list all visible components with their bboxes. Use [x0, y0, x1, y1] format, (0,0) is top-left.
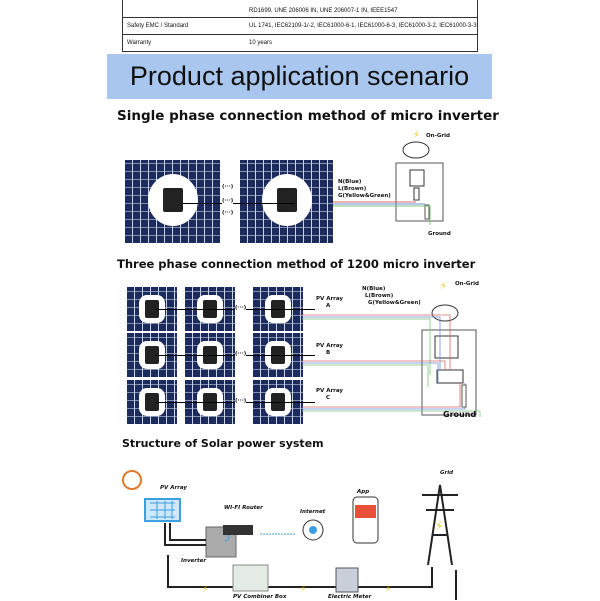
solar-panel [240, 160, 333, 243]
ellipsis: (···) [235, 351, 247, 358]
micro-inverter-icon [145, 300, 159, 318]
ac-cable [180, 203, 295, 204]
wire-n-label: N(Blue) [338, 179, 362, 185]
app-label: App [357, 489, 370, 495]
ellipsis: (···) [235, 305, 247, 312]
combiner-box-icon [232, 564, 269, 592]
micro-inverter-icon [145, 346, 159, 364]
spec-row: Warranty 10 years [123, 34, 477, 51]
solar-system-title: Structure of Solar power system [122, 437, 324, 450]
solar-panel [125, 160, 220, 243]
sun-icon [122, 470, 142, 490]
section-banner: Product application scenario [107, 54, 492, 99]
three-phase-wiring: ⚡ [302, 281, 481, 417]
on-grid-label: On-Grid [455, 281, 479, 287]
wifi-router-label: WI-FI Router [224, 505, 263, 511]
combiner-box-label: PV Combiner Box [233, 594, 287, 600]
svg-text:⚡: ⚡ [435, 519, 443, 533]
spec-table: RD1699, UNE 206006 IN, UNE 206007-1 IN, … [122, 0, 478, 52]
spec-value: UL 1741, IEC62109-1/-2, IEC61000-6-1, IE… [249, 23, 477, 29]
router-icon [223, 525, 253, 535]
ground-label: Ground [428, 231, 451, 237]
ellipsis: (···) [222, 184, 234, 191]
solar-system-diagram: ⚡ ⚡ ⚡ ⚡ [122, 470, 458, 600]
ground-label: Ground [443, 410, 477, 419]
svg-text:⚡: ⚡ [202, 585, 208, 595]
inverter-label: Inverter [181, 558, 207, 564]
spec-value: RD1699, UNE 206006 IN, UNE 206007-1 IN, … [249, 8, 398, 14]
micro-inverter-icon [277, 188, 297, 212]
internet-label: Internet [300, 509, 326, 515]
wire-g-label: G(Yellow&Green) [338, 193, 391, 199]
grid-label: Grid [440, 470, 454, 476]
wire-labels: N(Blue)L(Brown)G(Yellow&Green) [362, 286, 421, 306]
wire-labels: N(Blue)L(Brown)G(Yellow&Green) [338, 179, 391, 200]
solar-panel [127, 333, 177, 377]
electric-meter-label: Electric Meter [328, 594, 372, 600]
pv-array-label: PV Array [160, 485, 188, 491]
bolt-icon: ⚡ [440, 281, 447, 292]
on-grid-label: On-Grid [426, 133, 450, 139]
spec-row: Safety EMC / Standard UL 1741, IEC62109-1… [123, 17, 477, 34]
micro-inverter-icon [163, 188, 183, 212]
grid-box-diagram: ⚡ [333, 130, 444, 225]
wire-l-label: L(Brown) [338, 186, 367, 192]
grid-tower-icon [422, 484, 458, 566]
micro-inverter-icon [145, 393, 159, 411]
single-phase-title: Single phase connection method of micro … [117, 108, 499, 124]
svg-text:⚡: ⚡ [385, 585, 391, 595]
spec-label: Safety EMC / Standard [127, 23, 189, 29]
electric-meter-icon [335, 567, 359, 593]
svg-text:⚡: ⚡ [300, 585, 306, 595]
ellipsis: (···) [235, 398, 247, 405]
solar-panel [127, 287, 177, 331]
phone-app-icon [352, 496, 379, 544]
bolt-icon: ⚡ [413, 130, 420, 141]
three-phase-title: Three phase connection method of 1200 mi… [117, 257, 476, 271]
ellipsis: (···) [222, 210, 234, 217]
ellipsis: (···) [222, 198, 234, 205]
spec-row: RD1699, UNE 206006 IN, UNE 206007-1 IN, … [123, 0, 477, 17]
spec-value: 10 years [249, 40, 273, 46]
spec-label: Warranty [127, 40, 152, 46]
internet-icon [302, 519, 324, 541]
